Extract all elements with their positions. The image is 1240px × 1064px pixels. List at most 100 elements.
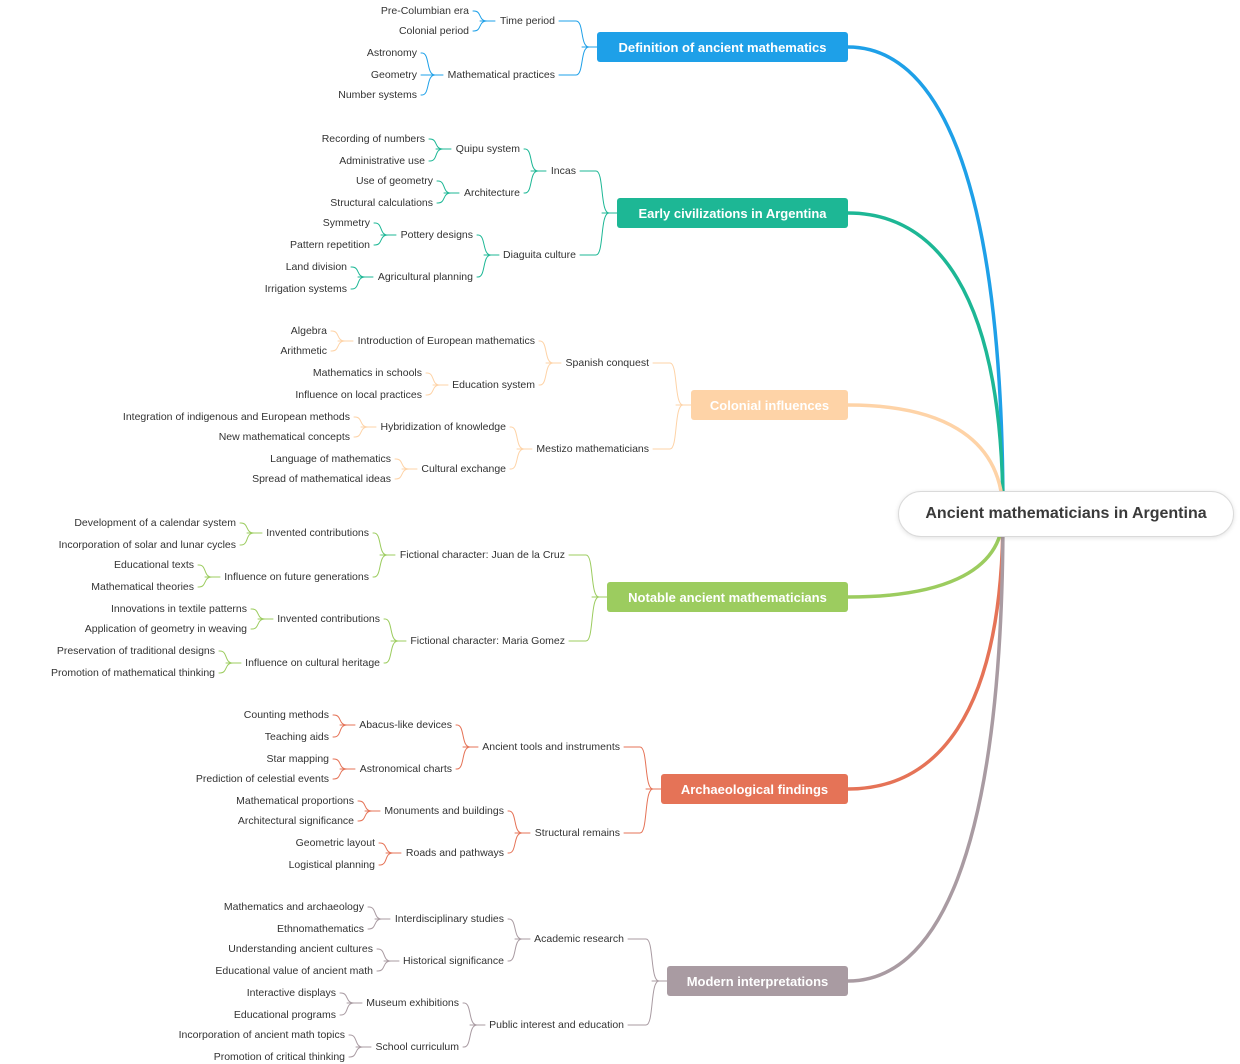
leaf-land-division[interactable]: Land division [285,261,347,273]
leaf-prediction-of-celestial-events[interactable]: Prediction of celestial events [195,773,329,785]
node-pre-columbian-era[interactable]: Pre-Columbian era [380,5,469,17]
node-fictional-character-juan-de-la-cruz[interactable]: Fictional character: Juan de la Cruz [399,549,565,561]
leaf-mathematical-proportions[interactable]: Mathematical proportions [236,795,354,807]
node-introduction-of-european-mathematics[interactable]: Introduction of European mathematics [357,335,535,347]
node-spanish-conquest[interactable]: Spanish conquest [565,357,649,369]
branch-definition-of-ancient-mathematics[interactable]: Definition of ancient mathematics [597,32,848,62]
link-structural-remains-4-branch-0 [507,810,523,834]
branch-notable-ancient-mathematicians[interactable]: Notable ancient mathematicians [607,582,848,612]
leaf-pattern-repetition[interactable]: Pattern repetition [290,239,370,251]
node-ancient-tools-and-instruments[interactable]: Ancient tools and instruments [482,741,620,753]
leaf-spread-of-mathematical-ideas[interactable]: Spread of mathematical ideas [252,473,391,485]
node-diaguita-culture[interactable]: Diaguita culture [503,249,576,261]
node-number-systems[interactable]: Number systems [338,89,417,101]
branch-archaeological-findings[interactable]: Archaeological findings [661,774,848,804]
node-public-interest-and-education[interactable]: Public interest and education [489,1019,624,1031]
link-monuments-and-buildings-4-branch-0 [357,800,373,812]
link-influence-on-future-generations-3-branch-1 [197,576,213,588]
leaf-incorporation-of-solar-and-lunar-cycles[interactable]: Incorporation of solar and lunar cycles [58,539,236,551]
node-astronomical-charts[interactable]: Astronomical charts [359,763,452,775]
node-roads-and-pathways[interactable]: Roads and pathways [405,847,504,859]
node-mestizo-mathematicians[interactable]: Mestizo mathematicians [536,443,649,455]
node-invented-contributions[interactable]: Invented contributions [266,527,369,539]
node-museum-exhibitions[interactable]: Museum exhibitions [366,997,459,1009]
branch-definition-of-ancient-mathematics-fan-branch-0 [558,20,590,48]
node-monuments-and-buildings[interactable]: Monuments and buildings [384,805,504,817]
branch-colonial-influences-fan-branch-0 [652,362,684,406]
branch-early-civilizations-in-argentina[interactable]: Early civilizations in Argentina [617,198,848,228]
node-agricultural-planning[interactable]: Agricultural planning [377,271,473,283]
leaf-mathematics-in-schools[interactable]: Mathematics in schools [312,367,422,379]
leaf-mathematical-theories[interactable]: Mathematical theories [91,581,194,593]
node-geometry[interactable]: Geometry [370,69,417,81]
leaf-educational-texts[interactable]: Educational texts [114,559,194,571]
leaf-star-mapping[interactable]: Star mapping [266,753,329,765]
leaf-counting-methods[interactable]: Counting methods [243,709,329,721]
link-influence-on-future-generations-3-branch-0 [197,564,213,578]
node-abacus-like-devices[interactable]: Abacus-like devices [359,719,452,731]
leaf-development-of-a-calendar-system[interactable]: Development of a calendar system [74,517,236,529]
node-invented-contributions[interactable]: Invented contributions [277,613,380,625]
leaf-arithmetic[interactable]: Arithmetic [280,345,327,357]
node-academic-research[interactable]: Academic research [534,933,624,945]
link-agricultural-planning-1-branch-1 [350,276,366,290]
link-ancient-tools-and-instruments-4-branch-0 [455,724,471,748]
link-hybridization-of-knowledge-2-branch-1 [353,426,369,438]
leaf-educational-value-of-ancient-math[interactable]: Educational value of ancient math [215,965,373,977]
leaf-recording-of-numbers[interactable]: Recording of numbers [321,133,425,145]
node-incas[interactable]: Incas [550,165,576,177]
branch-definition-of-ancient-mathematics-link [846,45,1005,516]
node-interdisciplinary-studies[interactable]: Interdisciplinary studies [394,913,504,925]
link-pottery-designs-1-branch-0 [373,222,389,236]
node-quipu-system[interactable]: Quipu system [455,143,520,155]
node-cultural-exchange[interactable]: Cultural exchange [421,463,506,475]
leaf-irrigation-systems[interactable]: Irrigation systems [264,283,347,295]
leaf-use-of-geometry[interactable]: Use of geometry [355,175,433,187]
node-time-period[interactable]: Time period [499,15,555,27]
leaf-integration-of-indigenous-and-european-m[interactable]: Integration of indigenous and European m… [122,411,350,423]
node-fictional-character-maria-gomez[interactable]: Fictional character: Maria Gomez [410,635,565,647]
leaf-logistical-planning[interactable]: Logistical planning [288,859,375,871]
node-architecture[interactable]: Architecture [463,187,520,199]
node-education-system[interactable]: Education system [452,379,535,391]
node-mathematical-practices[interactable]: Mathematical practices [447,69,555,81]
link-school-curriculum-5-branch-1 [348,1046,364,1058]
node-astronomy[interactable]: Astronomy [366,47,417,59]
branch-colonial-influences[interactable]: Colonial influences [691,390,848,420]
leaf-promotion-of-mathematical-thinking[interactable]: Promotion of mathematical thinking [51,667,215,679]
leaf-innovations-in-textile-patterns[interactable]: Innovations in textile patterns [111,603,247,615]
leaf-mathematics-and-archaeology[interactable]: Mathematics and archaeology [223,901,364,913]
link-mestizo-mathematicians-2-branch-0 [509,426,525,450]
leaf-structural-calculations[interactable]: Structural calculations [330,197,433,209]
node-influence-on-future-generations[interactable]: Influence on future generations [224,571,369,583]
node-colonial-period[interactable]: Colonial period [398,25,469,37]
node-historical-significance[interactable]: Historical significance [403,955,504,967]
link-historical-significance-5-branch-1 [376,960,392,972]
root-topic[interactable]: Ancient mathematicians in Argentina [898,491,1234,537]
node-school-curriculum[interactable]: School curriculum [375,1041,459,1053]
leaf-architectural-significance[interactable]: Architectural significance [237,815,354,827]
leaf-teaching-aids[interactable]: Teaching aids [264,731,329,743]
node-hybridization-of-knowledge[interactable]: Hybridization of knowledge [380,421,507,433]
leaf-influence-on-local-practices[interactable]: Influence on local practices [295,389,422,401]
branch-modern-interpretations[interactable]: Modern interpretations [667,966,848,996]
node-structural-remains[interactable]: Structural remains [534,827,620,839]
leaf-new-mathematical-concepts[interactable]: New mathematical concepts [218,431,350,443]
leaf-ethnomathematics[interactable]: Ethnomathematics [277,923,364,935]
leaf-geometric-layout[interactable]: Geometric layout [295,837,375,849]
leaf-application-of-geometry-in-weaving[interactable]: Application of geometry in weaving [84,623,247,635]
leaf-educational-programs[interactable]: Educational programs [233,1009,336,1021]
node-influence-on-cultural-heritage[interactable]: Influence on cultural heritage [245,657,380,669]
link-public-interest-and-education-5-branch-1 [462,1024,478,1048]
leaf-language-of-mathematics[interactable]: Language of mathematics [270,453,391,465]
node-pottery-designs[interactable]: Pottery designs [400,229,473,241]
leaf-administrative-use[interactable]: Administrative use [339,155,425,167]
leaf-interactive-displays[interactable]: Interactive displays [246,987,336,999]
leaf-symmetry[interactable]: Symmetry [322,217,370,229]
leaf-incorporation-of-ancient-math-topics[interactable]: Incorporation of ancient math topics [178,1029,345,1041]
leaf-algebra[interactable]: Algebra [290,325,327,337]
leaf-preservation-of-traditional-designs[interactable]: Preservation of traditional designs [56,645,215,657]
leaf-promotion-of-critical-thinking[interactable]: Promotion of critical thinking [213,1051,345,1063]
leaf-understanding-ancient-cultures[interactable]: Understanding ancient cultures [228,943,373,955]
